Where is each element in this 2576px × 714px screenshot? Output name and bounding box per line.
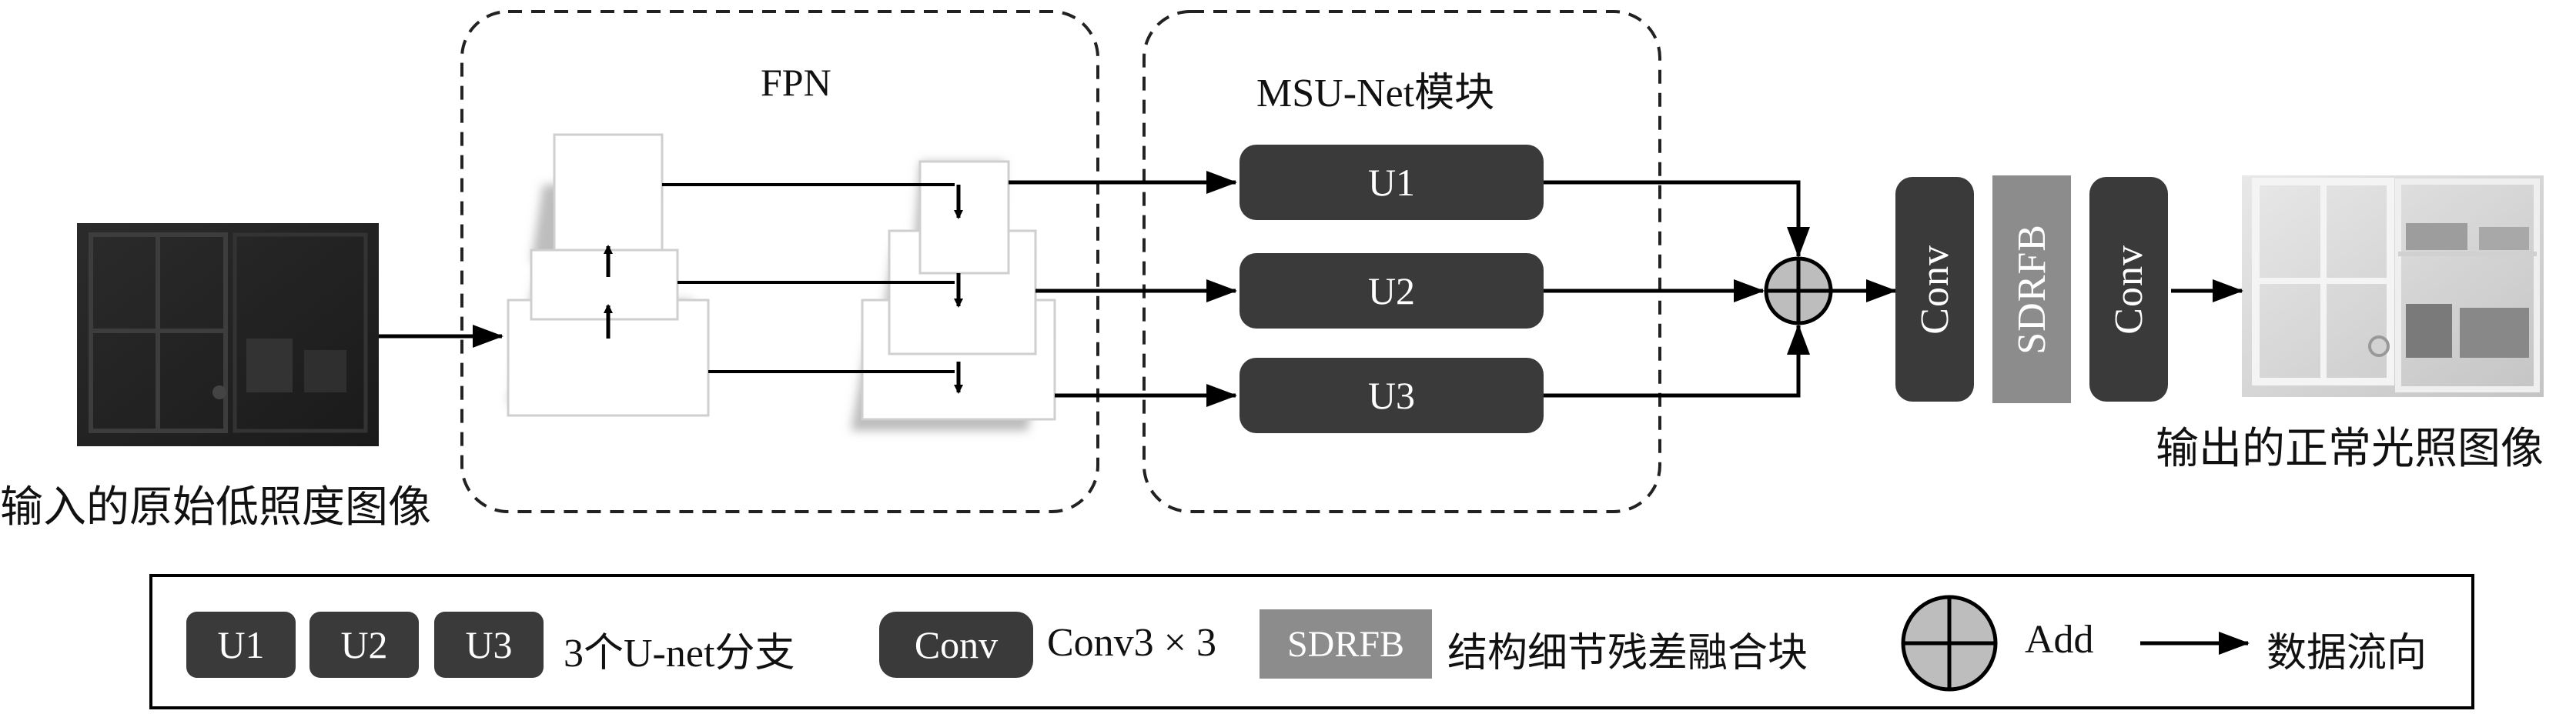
legend-conv-key: Conv xyxy=(879,612,1033,678)
input-image-caption: 输入的原始低照度图像 xyxy=(0,482,431,532)
msu-frame xyxy=(1142,10,1661,513)
msu-label: MSU-Net模块 xyxy=(1256,72,1495,115)
conv-block-1-label: Conv xyxy=(1912,244,1957,335)
conv-block-2-label: Conv xyxy=(2106,244,2151,335)
legend-sdrfb-key: SDRFB xyxy=(1260,609,1432,679)
legend-conv-desc: Conv3 × 3 xyxy=(1047,621,1217,665)
fpn-left-pyramid xyxy=(507,133,710,417)
fpn-frame xyxy=(460,10,1099,513)
arrow-u1-to-add xyxy=(1544,180,1810,258)
sdrfb-block: SDRFB xyxy=(1992,175,2071,403)
legend-u-desc: 3个U-net分支 xyxy=(564,632,795,676)
legend-u1: U1 xyxy=(186,612,296,678)
input-image xyxy=(77,223,379,446)
legend-u3: U3 xyxy=(434,612,544,678)
fpn-right-pyramid xyxy=(851,160,1056,431)
output-image xyxy=(2242,175,2544,397)
branch-u2: U2 xyxy=(1239,253,1544,329)
sdrfb-block-label: SDRFB xyxy=(2009,224,2054,355)
output-image-caption: 输出的正常光照图像 xyxy=(2156,424,2544,474)
arrow-u3-to-add xyxy=(1544,324,1810,398)
branch-u1: U1 xyxy=(1239,145,1544,220)
legend-u2: U2 xyxy=(309,612,419,678)
legend-add-icon xyxy=(1901,595,1998,692)
branch-u3: U3 xyxy=(1239,358,1544,433)
legend-sdrfb-desc: 结构细节残差融合块 xyxy=(1447,630,1808,676)
legend-flow-desc: 数据流向 xyxy=(2267,630,2427,676)
legend-frame xyxy=(149,574,2474,709)
legend-add-desc: Add xyxy=(2025,618,2094,662)
fpn-label: FPN xyxy=(761,61,831,104)
conv-block-2: Conv xyxy=(2089,177,2168,402)
add-node xyxy=(1764,256,1833,325)
conv-block-1: Conv xyxy=(1895,177,1974,402)
